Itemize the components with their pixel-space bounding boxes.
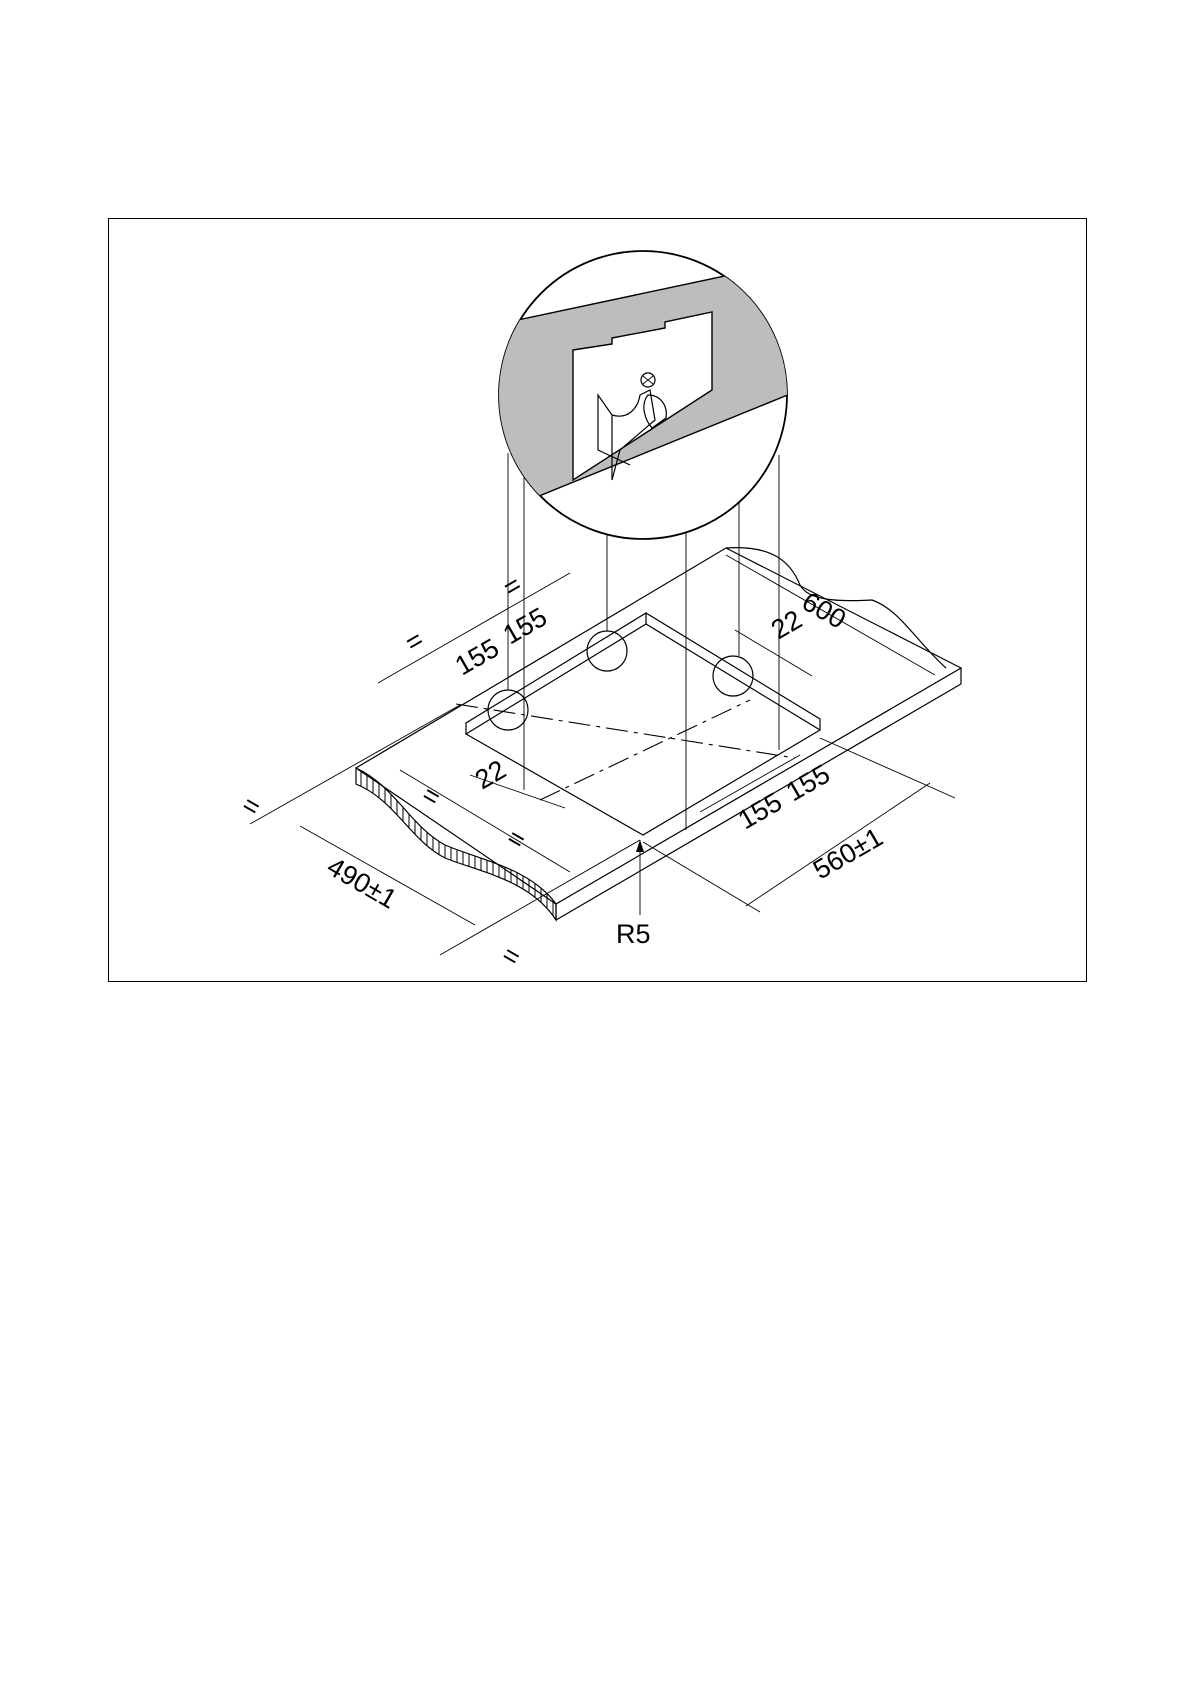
label-equal-1: = [498,569,527,603]
bracket-markers [488,631,753,730]
label-equal-6: = [497,939,526,973]
detail-magnifier [480,251,800,539]
label-155-front-a: 155 [733,787,787,836]
label-equal-4: = [502,822,531,856]
bracket-marker-right [713,656,753,696]
label-r5: R5 [616,919,651,949]
label-155-left-b: 155 [498,602,552,651]
dimension-labels: 600 560±1 490±1 R5 155 155 155 155 22 22… [237,569,888,973]
label-560: 560±1 [808,822,888,885]
label-22-left: 22 [470,754,511,795]
label-equal-2: = [400,624,429,658]
worktop [356,548,961,920]
label-equal-3: = [417,779,446,813]
label-155-front-b: 155 [781,759,835,808]
label-155-left-a: 155 [450,633,504,682]
